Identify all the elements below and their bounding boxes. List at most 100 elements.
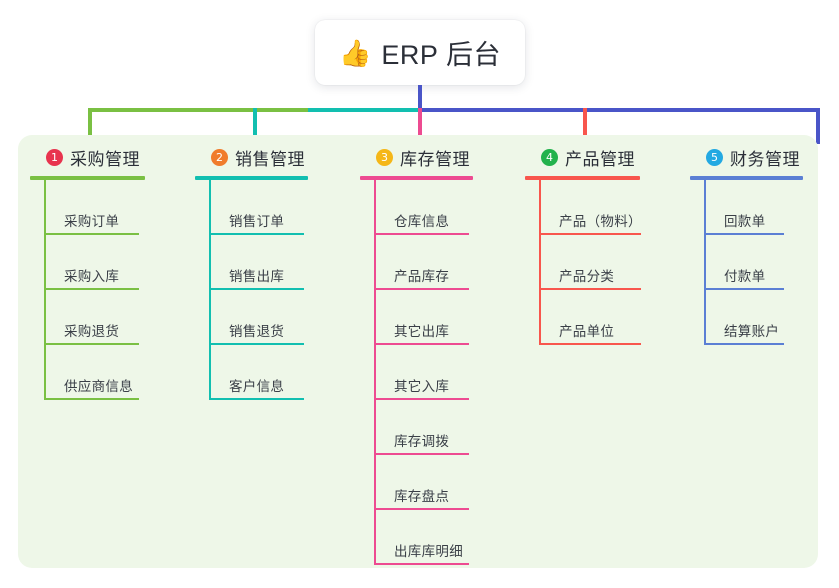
connector-bus-segment-blue <box>418 108 820 112</box>
branch-item[interactable]: 供应商信息 <box>44 345 190 400</box>
branch-spine-5 <box>704 180 706 345</box>
branch-item-label: 出库库明细 <box>394 544 463 559</box>
branch-item-rule <box>539 288 641 290</box>
branch-item[interactable]: 仓库信息 <box>374 180 520 235</box>
branch-item-label: 采购订单 <box>64 214 120 229</box>
root-node-card[interactable]: 👍 ERP 后台 <box>315 20 525 85</box>
branch-item[interactable]: 产品单位 <box>539 290 695 345</box>
branch-badge-5: 5 <box>706 148 723 166</box>
connector-drop-1 <box>88 108 92 144</box>
branch-item-rule <box>374 398 469 400</box>
branch-item-rule <box>704 343 784 345</box>
branch-item[interactable]: 产品（物料） <box>539 180 695 235</box>
branch-item[interactable]: 采购订单 <box>44 180 190 235</box>
branch-item[interactable]: 其它入库 <box>374 345 520 400</box>
branch-item[interactable]: 出库库明细 <box>374 510 520 565</box>
connector-bus-segment-green <box>88 108 310 112</box>
branch-item[interactable]: 客户信息 <box>209 345 355 400</box>
branch-item-label: 产品库存 <box>394 269 450 284</box>
branch-item-label: 付款单 <box>724 269 766 284</box>
branch-item-rule <box>44 398 139 400</box>
branch-title-3: 库存管理 <box>400 149 470 169</box>
branch-spine-2 <box>209 180 211 400</box>
branch-items-4: 产品（物料）产品分类产品单位 <box>539 180 695 345</box>
branch-header-2[interactable]: 2 销售管理 <box>195 145 355 169</box>
root-node-title: ERP 后台 <box>381 40 501 70</box>
branch-item-label: 其它入库 <box>394 379 450 394</box>
branch-title-5: 财务管理 <box>730 149 800 169</box>
branch-spine-4 <box>539 180 541 345</box>
branch-header-4[interactable]: 4 产品管理 <box>525 145 695 169</box>
branch-item-rule <box>374 453 469 455</box>
branch-item-rule <box>209 233 304 235</box>
branch-item[interactable]: 库存调拨 <box>374 400 520 455</box>
branch-item[interactable]: 销售出库 <box>209 235 355 290</box>
branch-item-label: 结算账户 <box>724 324 780 339</box>
branches-panel <box>18 135 818 568</box>
branch-column-4: 4 产品管理产品（物料）产品分类产品单位 <box>525 145 695 345</box>
connector-drop-5 <box>816 108 820 144</box>
branch-item-rule <box>374 563 469 565</box>
branch-title-2: 销售管理 <box>235 149 305 169</box>
branch-item-label: 采购入库 <box>64 269 120 284</box>
branch-header-rule-3 <box>360 176 473 180</box>
branch-item-label: 采购退货 <box>64 324 120 339</box>
branch-item-rule <box>209 288 304 290</box>
branch-item[interactable]: 销售订单 <box>209 180 355 235</box>
branch-items-1: 采购订单采购入库采购退货供应商信息 <box>44 180 190 400</box>
branch-item[interactable]: 其它出库 <box>374 290 520 345</box>
connector-bus-segment-teal <box>308 108 420 112</box>
branch-item-rule <box>539 343 641 345</box>
branch-item-label: 库存盘点 <box>394 489 450 504</box>
branch-title-4: 产品管理 <box>565 149 635 169</box>
branch-spine-1 <box>44 180 46 400</box>
branch-item[interactable]: 产品分类 <box>539 235 695 290</box>
branch-item-rule <box>374 288 469 290</box>
branch-item-rule <box>704 233 784 235</box>
branch-item-label: 客户信息 <box>229 379 285 394</box>
branch-item-label: 产品单位 <box>559 324 615 339</box>
branch-item[interactable]: 采购入库 <box>44 235 190 290</box>
branch-item-label: 销售退货 <box>229 324 285 339</box>
branch-item-rule <box>539 233 641 235</box>
branch-column-2: 2 销售管理销售订单销售出库销售退货客户信息 <box>195 145 355 400</box>
connector-drop-2 <box>253 108 257 144</box>
branch-item-rule <box>209 343 304 345</box>
branch-header-rule-1 <box>30 176 145 180</box>
branch-item-rule <box>704 288 784 290</box>
branch-header-rule-5 <box>690 176 803 180</box>
branch-items-2: 销售订单销售出库销售退货客户信息 <box>209 180 355 400</box>
branch-item[interactable]: 付款单 <box>704 235 839 290</box>
branch-item-label: 销售订单 <box>229 214 285 229</box>
branch-spine-3 <box>374 180 376 565</box>
branch-item-label: 回款单 <box>724 214 766 229</box>
branch-item-rule <box>374 233 469 235</box>
branch-item[interactable]: 采购退货 <box>44 290 190 345</box>
branch-items-3: 仓库信息产品库存其它出库其它入库库存调拨库存盘点出库库明细 <box>374 180 520 565</box>
branch-header-rule-4 <box>525 176 640 180</box>
thumbs-up-icon: 👍 <box>339 37 372 68</box>
branch-item-rule <box>374 508 469 510</box>
branch-item-label: 仓库信息 <box>394 214 450 229</box>
branch-header-5[interactable]: 5 财务管理 <box>690 145 839 169</box>
branch-item[interactable]: 产品库存 <box>374 235 520 290</box>
branch-item-label: 库存调拨 <box>394 434 450 449</box>
branch-item[interactable]: 库存盘点 <box>374 455 520 510</box>
branch-item[interactable]: 回款单 <box>704 180 839 235</box>
branch-title-1: 采购管理 <box>70 149 140 169</box>
branch-badge-4: 4 <box>541 148 558 166</box>
branch-items-5: 回款单付款单结算账户 <box>704 180 839 345</box>
branch-badge-2: 2 <box>211 148 228 166</box>
branch-item[interactable]: 销售退货 <box>209 290 355 345</box>
branch-item-label: 其它出库 <box>394 324 450 339</box>
branch-item-label: 销售出库 <box>229 269 285 284</box>
connector-drop-3 <box>418 108 422 144</box>
branch-column-5: 5 财务管理回款单付款单结算账户 <box>690 145 839 345</box>
branch-item[interactable]: 结算账户 <box>704 290 839 345</box>
branch-item-rule <box>374 343 469 345</box>
